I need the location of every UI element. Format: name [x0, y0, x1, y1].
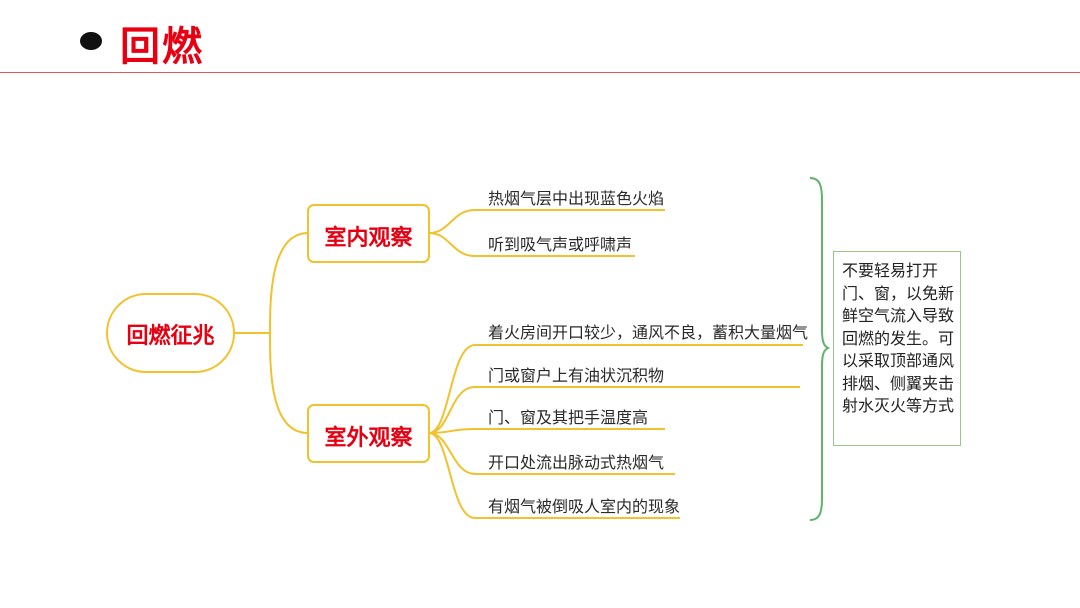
indoor-connector [428, 209, 665, 257]
branch-label-outdoor: 室外观察 [324, 426, 413, 451]
leaf-indoor-1: 热烟气层中出现蓝色火焰 [488, 189, 665, 208]
leaf-outdoor-3: 门、窗及其把手温度高 [488, 408, 649, 427]
curly-bracket [809, 177, 831, 521]
title-divider [0, 72, 1080, 73]
leaf-indoor-2: 听到吸气声或呼啸声 [488, 235, 633, 254]
outdoor-connector [428, 344, 803, 519]
root-connector [234, 232, 309, 434]
note-box: 不要轻易打开门、窗，以免新鲜空气流入导致回燃的发生。可以采取顶部通风排烟、侧翼夹… [833, 251, 961, 446]
leaf-outdoor-5: 有烟气被倒吸人室内的现象 [488, 497, 681, 516]
leaf-outdoor-4: 开口处流出脉动式热烟气 [488, 453, 665, 472]
leaf-outdoor-2: 门或窗户上有油状沉积物 [488, 366, 665, 385]
branch-label-indoor: 室内观察 [324, 226, 413, 251]
root-label: 回燃征兆 [126, 324, 215, 349]
page-title: 回燃 [120, 24, 204, 70]
leaf-outdoor-1: 着火房间开口较少，通风不良，蓄积大量烟气 [488, 323, 809, 342]
note-text: 不要轻易打开门、窗，以免新鲜空气流入导致回燃的发生。可以采取顶部通风排烟、侧翼夹… [842, 261, 955, 415]
title-bullet [80, 32, 102, 50]
